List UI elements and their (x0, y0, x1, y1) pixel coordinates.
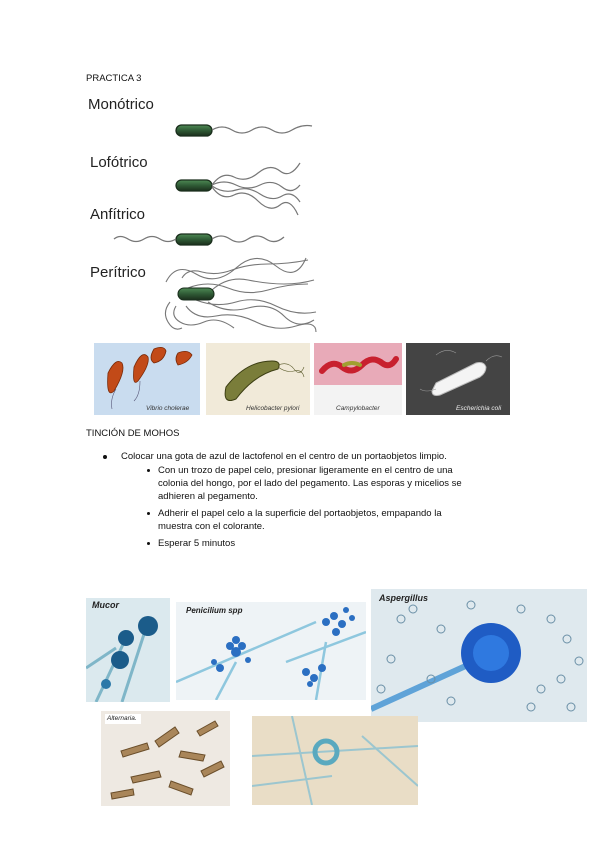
page-title: PRACTICA 3 (86, 73, 142, 84)
flagella-label-peritrico: Perítrico (90, 264, 146, 281)
caption-helicobacter: Helicobacter pylori (246, 405, 300, 412)
peritrico-bacterium (164, 257, 317, 332)
sub-bullet-1: Con un trozo de papel celo, presionar li… (158, 464, 518, 503)
monotrico-bacterium (175, 124, 313, 137)
caption-campylobacter: Campylobacter (336, 405, 380, 412)
sub-bullet-dot (147, 469, 150, 472)
caption-penicilium: Penicilium spp (186, 606, 243, 615)
main-bullet-text: Colocar una gota de azul de lactofenol e… (121, 451, 447, 462)
sub-bullet-2: Adherir el papel celo a la superficie de… (158, 507, 518, 533)
caption-alternaria: Alternaria. (107, 715, 137, 722)
caption-escherichia: Escherichia coli (456, 405, 502, 412)
photo-mucor: Mucor (86, 598, 170, 702)
photo-alternaria: Alternaria. (101, 711, 230, 806)
section-title: TINCIÓN DE MOHOS (86, 428, 180, 439)
sub-bullet-3: Esperar 5 minutos (158, 538, 236, 549)
flagella-drawings (113, 124, 317, 332)
photo-mold-ring (252, 716, 418, 805)
flagella-label-monotrico: Monótrico (88, 96, 154, 113)
sub-bullet-dot (147, 542, 150, 545)
sub-bullet-1-line-2: colonia del hongo, por el lado del pegam… (158, 478, 462, 489)
photo-aspergillus: Aspergillus (371, 589, 587, 722)
anfitrico-bacterium (113, 233, 285, 246)
photo-vibrio-cholerae: Vibrio cholerae (94, 343, 200, 415)
sub-bullet-dot (147, 512, 150, 515)
sub-bullet-1-line-3: adhieren al pegamento. (158, 491, 258, 502)
flagella-label-lofotrico: Lofótrico (90, 154, 148, 171)
sub-bullet-2-line-1: Adherir el papel celo a la superficie de… (158, 508, 442, 519)
photo-penicilium: Penicilium spp (176, 602, 366, 700)
caption-vibrio: Vibrio cholerae (146, 405, 190, 412)
lofotrico-bacterium (175, 162, 301, 216)
photo-campylobacter: Campylobacter (314, 343, 402, 415)
sub-bullet-1-line-1: Con un trozo de papel celo, presionar li… (158, 465, 453, 476)
photo-escherichia-coli: Escherichia coli (406, 343, 510, 415)
photo-helicobacter-pylori: Helicobacter pylori (206, 343, 310, 415)
flagella-label-anfitrico: Anfítrico (90, 206, 146, 223)
flagella-diagram: Monótrico Lofótrico Anfítrico Perítrico (86, 92, 346, 332)
caption-mucor: Mucor (92, 600, 119, 610)
caption-aspergillus: Aspergillus (379, 593, 429, 603)
bullet-dot (103, 455, 107, 459)
sub-bullet-2-line-2: muestra con el colorante. (158, 521, 265, 532)
